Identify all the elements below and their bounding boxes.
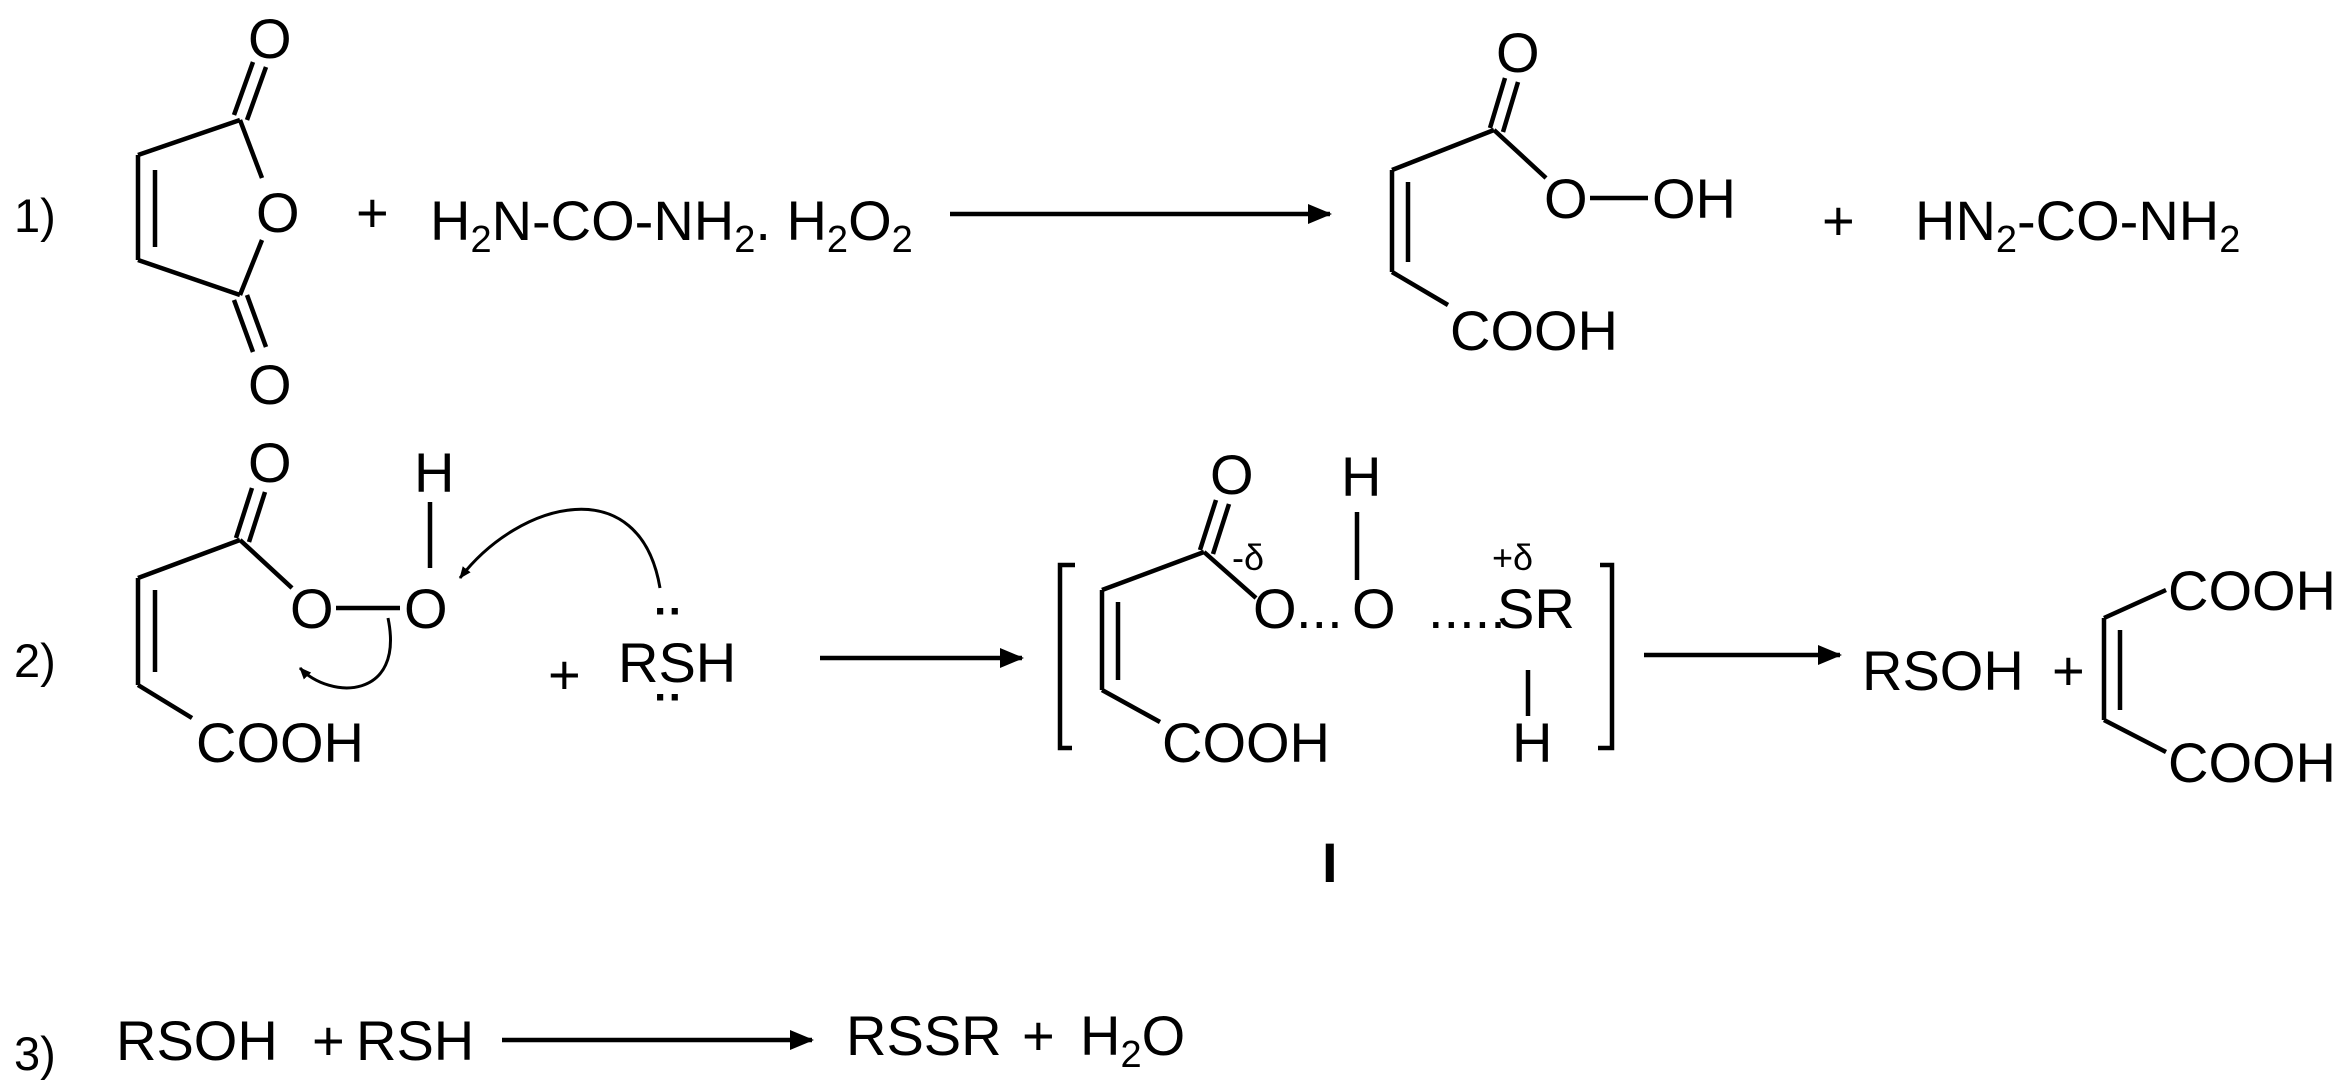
urea-hydrogen-peroxide: H2N-CO-NH2. H2O2 <box>430 189 913 261</box>
partial-charge-positive: +δ <box>1492 537 1533 578</box>
urea: HN2-CO-NH2 <box>1915 189 2240 261</box>
lone-pair: ·· <box>654 587 683 636</box>
bond <box>1492 128 1548 180</box>
bond <box>137 537 241 581</box>
bond <box>1202 550 1258 600</box>
atom-oxygen: O <box>248 353 292 416</box>
carboxyl-group: COOH <box>1450 299 1618 362</box>
step-1-label: 1) <box>14 189 56 242</box>
atom-oxygen: O <box>1352 577 1396 640</box>
bond <box>1391 127 1495 173</box>
hydroxyl-group: OH <box>1652 167 1736 230</box>
carboxyl-group: COOH <box>2168 559 2336 622</box>
sulfenic-acid: RSOH <box>116 1009 278 1072</box>
atom-hydrogen: H <box>1512 711 1552 774</box>
atom-oxygen: O <box>1496 21 1540 84</box>
bond <box>1390 270 1450 307</box>
plus-sign: + <box>1822 189 1855 252</box>
atom-oxygen: O <box>248 431 292 494</box>
water: H2O <box>1080 1004 1185 1076</box>
atom-hydrogen: H <box>414 441 454 504</box>
curved-arrow <box>458 507 662 589</box>
plus-sign: + <box>2052 639 2085 702</box>
bond <box>2103 587 2167 621</box>
sulfenic-acid: RSOH <box>1862 639 2024 702</box>
maleic-anhydride: O O O <box>135 7 300 416</box>
bond <box>244 294 269 348</box>
hydrogen-bond-dots: ... <box>1296 577 1343 640</box>
plus-sign: + <box>1022 1004 1055 1067</box>
atom-oxygen: O <box>404 577 448 640</box>
carboxyl-group: COOH <box>2168 731 2336 794</box>
bond <box>137 257 241 298</box>
bond <box>233 487 255 539</box>
disulfide: RSSR <box>846 1004 1002 1067</box>
thiol-rsh: ·· RSH ·· <box>618 587 736 722</box>
atom-oxygen: O <box>1544 167 1588 230</box>
bond <box>1197 499 1219 551</box>
bond <box>1100 688 1162 724</box>
bond <box>1101 549 1205 593</box>
atom-oxygen: O <box>290 577 334 640</box>
bond <box>238 538 294 590</box>
bond <box>237 239 265 296</box>
plus-sign: + <box>548 643 581 706</box>
step-2-label: 2) <box>14 634 56 687</box>
step-3: 3) RSOH + RSH RSSR + H2O <box>14 1004 1185 1080</box>
plus-sign: + <box>312 1009 345 1072</box>
atom-oxygen: O <box>1253 577 1297 640</box>
atom-oxygen: O <box>256 181 300 244</box>
carboxyl-group: COOH <box>1162 711 1330 774</box>
step-3-label: 3) <box>14 1027 56 1080</box>
step-1: 1) O O O + H2N-CO-NH2. H2O2 <box>14 7 2240 416</box>
bracket-left <box>1057 562 1075 751</box>
atom-oxygen: O <box>1210 443 1254 506</box>
permaleic-acid-reactant: O O O H COOH <box>135 431 662 774</box>
bond <box>1500 81 1521 133</box>
bond <box>231 299 256 353</box>
partial-charge-negative: -δ <box>1232 537 1264 578</box>
interaction-dots: ..... <box>1428 577 1506 640</box>
bracket-right <box>1598 562 1615 751</box>
lone-pair: ·· <box>654 673 683 722</box>
atom-oxygen: O <box>248 7 292 70</box>
step-2: 2) O O O H COOH + ·· RSH ·· <box>14 431 2336 894</box>
bond <box>1210 503 1232 555</box>
intermediate-label: I <box>1322 831 1338 894</box>
thiol: RSH <box>356 1009 474 1072</box>
bond <box>1487 77 1508 129</box>
atom-hydrogen: H <box>1341 445 1381 508</box>
bond <box>231 61 256 116</box>
sulfur-group: SR <box>1497 577 1575 640</box>
carboxyl-group: COOH <box>196 711 364 774</box>
bond <box>244 66 269 121</box>
thiol: RSH <box>618 631 736 694</box>
bond <box>237 119 265 179</box>
bond <box>136 683 194 720</box>
curved-arrow <box>298 617 392 690</box>
bond <box>246 491 268 543</box>
bond <box>137 117 241 158</box>
plus-sign: + <box>356 181 389 244</box>
bond <box>2102 718 2168 754</box>
permaleic-acid: O O OH COOH <box>1389 21 1736 362</box>
transition-state: O -δ O ... H O ..... +δ SR H COOH <box>1057 443 1615 774</box>
maleic-acid: COOH COOH <box>2101 559 2336 794</box>
